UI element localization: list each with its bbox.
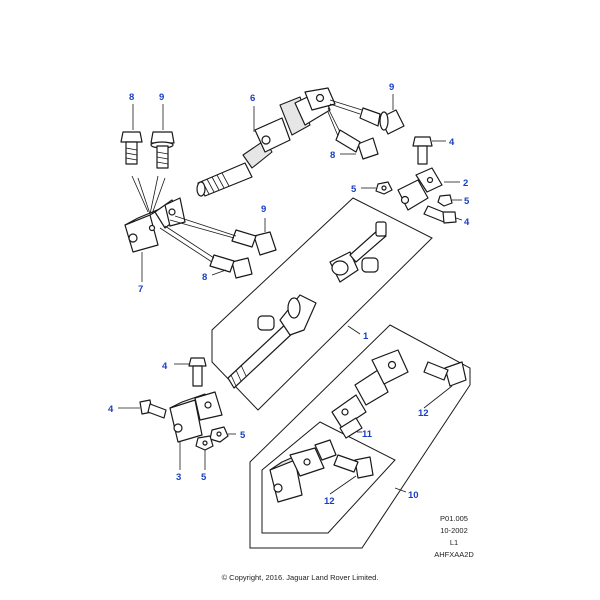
- drawing-sheet: L1: [449, 538, 459, 547]
- callout-5-lower: 5: [201, 472, 207, 483]
- bolt-part-12-upper: [423, 361, 467, 387]
- nut-part-5-left-upper: [375, 181, 393, 195]
- callout-3: 3: [176, 472, 181, 483]
- callout-9-middle: 9: [261, 204, 266, 215]
- callout-9-top-right: 9: [389, 82, 394, 93]
- universal-joint-part-3: [169, 391, 223, 443]
- callout-8-top-left: 8: [129, 92, 134, 103]
- callout-4-left-upper: 4: [162, 361, 168, 372]
- universal-joint-part-2: [397, 167, 443, 211]
- callout-12-lower: 12: [324, 496, 335, 507]
- shaft-assembly-part-10: [331, 349, 409, 439]
- drawing-date: 10-2002: [440, 526, 468, 535]
- nut-part-5-right-upper: [437, 194, 453, 207]
- bolt-part-9-right: [359, 107, 405, 135]
- callout-8-lower: 8: [202, 272, 207, 283]
- bolt-part-4-upper: [412, 136, 433, 165]
- copyright-notice: © Copyright, 2016. Jaguar Land Rover Lim…: [221, 573, 379, 582]
- callout-4-right: 4: [464, 217, 470, 228]
- leader-lines: [118, 94, 463, 495]
- assembly-11-outline: [261, 421, 396, 534]
- bolt-part-4-left-side: [139, 399, 167, 419]
- callout-5-left-upper: 5: [351, 184, 357, 195]
- callout-12-upper: 12: [418, 408, 429, 419]
- callout-10: 10: [408, 490, 419, 501]
- bolt-part-4-left-upper: [188, 357, 207, 387]
- callout-2: 2: [463, 178, 468, 189]
- callout-8-right: 8: [330, 150, 335, 161]
- callout-9-top-left: 9: [159, 92, 164, 103]
- bolt-part-12-lower: [333, 454, 374, 479]
- callout-11: 11: [362, 429, 373, 440]
- bolt-part-8-lower: [209, 254, 253, 279]
- shaft-part-1: [227, 221, 387, 389]
- universal-joint-part-11: [269, 439, 337, 503]
- intermediate-shaft-part-6: [196, 87, 336, 197]
- drawing-reference: P01.005: [440, 514, 468, 523]
- callout-6: 6: [250, 93, 255, 104]
- callout-5-lower-right: 5: [240, 430, 246, 441]
- bolt-part-8-upper-left: [120, 131, 143, 165]
- callout-5-right-upper: 5: [464, 196, 470, 207]
- bolt-part-8-right: [335, 129, 379, 160]
- bolt-part-4-right: [423, 205, 457, 224]
- callout-4-left-side: 4: [108, 404, 114, 415]
- bolt-part-9-upper-left: [150, 131, 175, 169]
- bolt-part-9-lower: [231, 229, 277, 256]
- drawing-code: AHFXAA2D: [434, 550, 474, 559]
- callout-1: 1: [363, 331, 369, 342]
- nut-part-5-lower: [195, 435, 214, 451]
- callout-4-top-right: 4: [449, 137, 455, 148]
- callout-numbers: 8 9 6 9 8 4 5 2 5 4 9 8 7 1 4 4 5 3 5 12…: [108, 82, 470, 507]
- nut-part-5-lower-right: [209, 426, 229, 443]
- callout-7: 7: [138, 284, 143, 295]
- assembly-10-outline: [249, 324, 471, 549]
